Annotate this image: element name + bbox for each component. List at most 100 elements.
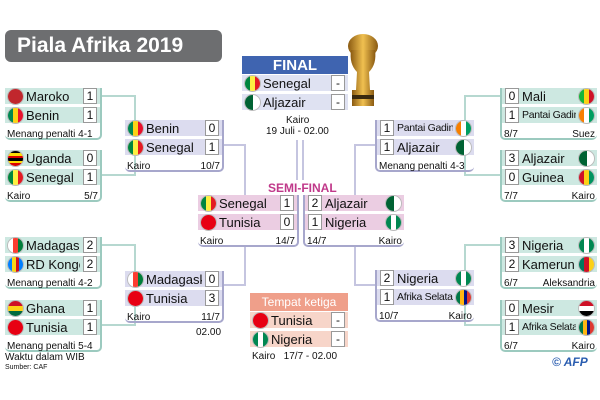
round-header: FINAL	[242, 56, 348, 74]
team-score: -	[331, 94, 345, 110]
team-name: Aljazair	[522, 150, 565, 166]
flag-icon-afrika-selatan	[579, 319, 594, 335]
team-name: Senegal	[146, 139, 194, 155]
flag-icon-ghana	[8, 300, 23, 316]
caption-text: Kairo	[571, 191, 595, 202]
match-caption: Menang penalti 4-3	[377, 161, 474, 172]
flag-icon-uganda	[8, 150, 23, 166]
match-caption: Menang penalti 5-4	[5, 341, 100, 352]
team-row[interactable]: Tunisia 1	[5, 319, 100, 335]
team-name: Mali	[522, 88, 546, 104]
team-name: Afrika Selatan	[522, 321, 576, 333]
team-name: Ghana	[26, 300, 66, 316]
team-score: 1	[83, 319, 97, 335]
flag-icon-pantai-gading	[456, 120, 471, 136]
team-row[interactable]: Madagaskar2	[5, 237, 100, 253]
flag-icon-nigeria	[579, 237, 594, 253]
team-score: 2	[505, 256, 519, 272]
team-score: 3	[505, 237, 519, 253]
flag-icon-aljazair	[579, 150, 594, 166]
team-row[interactable]: Tunisia-	[250, 312, 348, 328]
source-note: Sumber: CAF	[5, 364, 48, 371]
flag-icon-nigeria	[253, 331, 268, 347]
flag-icon-nigeria	[456, 270, 471, 286]
team-score: -	[331, 75, 345, 91]
team-score: -	[331, 312, 345, 328]
caption-text: Aleksandria	[542, 278, 595, 289]
team-row[interactable]: Nigeria-	[250, 331, 348, 347]
team-score: 1	[308, 214, 322, 230]
flag-icon-benin	[128, 120, 143, 136]
semi-final-label: SEMI-FINAL	[268, 181, 337, 195]
match-caption: Menang penalti 4-1	[5, 129, 100, 140]
match-caption: 6/7 Kairo	[502, 341, 597, 352]
caption-text: Kairo	[127, 161, 151, 172]
team-name: Maroko	[26, 88, 70, 104]
caption-text: 14/7	[275, 236, 295, 247]
team-row[interactable]: Madagaskar0	[125, 271, 222, 287]
flag-icon-madagaskar	[128, 271, 143, 287]
team-score: 2	[308, 195, 322, 211]
flag-icon-afrika-selatan	[456, 289, 471, 305]
flag-icon-aljazair	[245, 94, 260, 110]
team-name: Nigeria	[325, 214, 367, 230]
team-row[interactable]: Ghana 1	[5, 300, 100, 316]
team-score: 1	[505, 107, 519, 123]
caption-text: Kairo	[571, 341, 595, 352]
team-score: 1	[380, 139, 394, 155]
team-score: 1	[83, 300, 97, 316]
final-venue: Kairo	[286, 115, 310, 126]
flag-icon-tunisia	[201, 214, 216, 230]
team-name: RD Kongo	[26, 256, 80, 272]
team-name: Aljazair	[397, 139, 440, 155]
team-name: Benin	[146, 120, 180, 136]
caption-text: Kairo	[200, 236, 224, 247]
team-row[interactable]: Aljazair-	[242, 94, 348, 110]
afp-credit: © AFP	[552, 355, 588, 369]
caption-text: Menang penalti 4-3	[379, 161, 465, 172]
team-name: Guinea	[522, 169, 564, 185]
team-score: 0	[205, 271, 219, 287]
team-name: Nigeria	[271, 331, 313, 347]
team-name: Nigeria	[397, 270, 439, 286]
team-name: Madagaskar	[146, 271, 202, 287]
flag-icon-mali	[579, 88, 594, 104]
caption-text: 6/7	[504, 278, 518, 289]
team-row[interactable]: Senegal-	[242, 75, 348, 91]
team-name: Tunisia	[26, 319, 68, 335]
caption-text: Menang penalti 5-4	[7, 341, 93, 352]
caption-text: 6/7	[504, 341, 518, 352]
flag-icon-tunisia	[128, 290, 143, 306]
